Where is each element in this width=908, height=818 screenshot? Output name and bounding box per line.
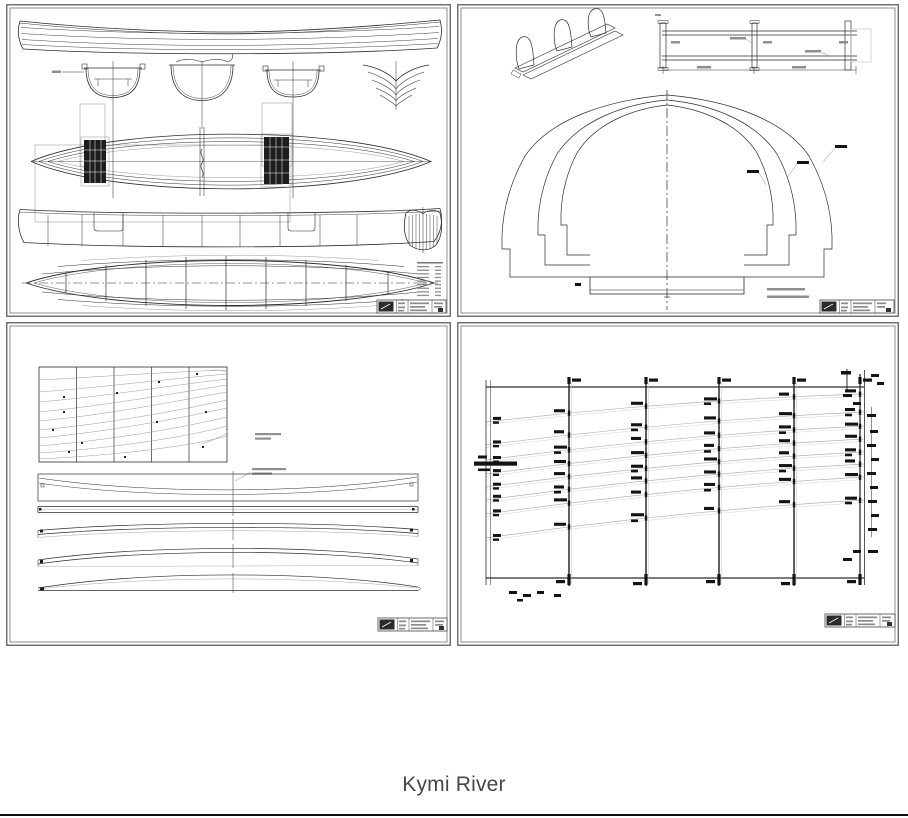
nesting-note-text bbox=[255, 433, 281, 440]
half-breadth-plan-view bbox=[22, 255, 438, 311]
dimension-callouts bbox=[474, 371, 884, 602]
plan-view bbox=[30, 102, 433, 223]
jig-isometric-view bbox=[510, 8, 624, 80]
plank-patterns bbox=[37, 471, 421, 593]
bow-view bbox=[362, 61, 430, 110]
molds-drawing bbox=[457, 4, 899, 317]
cane-seat-right bbox=[264, 137, 289, 184]
sheet-offsets bbox=[457, 322, 899, 646]
cross-section-views bbox=[52, 53, 325, 129]
sheet-molds bbox=[457, 4, 899, 317]
notes-text bbox=[767, 288, 809, 298]
strongback-side-view bbox=[655, 14, 872, 74]
nested-molds-view bbox=[501, 90, 847, 310]
plank-note-text bbox=[234, 468, 286, 482]
title-block bbox=[377, 617, 448, 632]
interior-profile-view bbox=[17, 208, 442, 248]
title-block bbox=[376, 299, 447, 314]
stern-view-small bbox=[403, 207, 443, 253]
plank-nesting-grid bbox=[38, 366, 228, 463]
title-block bbox=[824, 613, 896, 628]
footer-divider bbox=[0, 814, 908, 816]
lines-plan-drawing bbox=[6, 4, 451, 317]
sheet-lines-plan bbox=[6, 4, 451, 317]
title-block bbox=[819, 299, 895, 314]
offsets-mini-table bbox=[417, 262, 443, 297]
image-caption: Kymi River bbox=[402, 773, 506, 796]
cane-seat-left bbox=[84, 140, 106, 183]
exterior-profile-view bbox=[18, 19, 442, 55]
planking-drawing bbox=[6, 322, 451, 646]
offsets-drawing bbox=[457, 322, 899, 646]
plank-development-lines bbox=[485, 393, 865, 541]
sheet-planking bbox=[6, 322, 451, 646]
